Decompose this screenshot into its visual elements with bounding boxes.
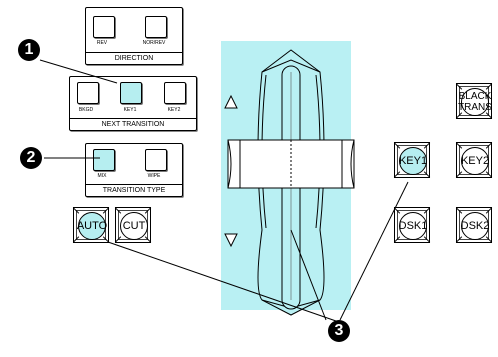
key2-next-button[interactable]	[164, 82, 186, 104]
auto-button-label: AUTO	[77, 212, 107, 240]
key2-button[interactable]: KEY2	[455, 142, 493, 178]
key1-next-button-label: KEY1	[123, 107, 137, 113]
callout-3: 3	[328, 320, 350, 342]
key1-next-button[interactable]	[120, 82, 142, 104]
mix-button[interactable]	[93, 149, 115, 171]
transition-type-group: MIX WIPE TRANSITION TYPE	[85, 143, 183, 197]
leader-lines	[39, 59, 409, 322]
up-arrow-icon	[224, 94, 238, 109]
auto-button[interactable]: AUTO	[72, 207, 110, 243]
transition-type-label: TRANSITION TYPE	[86, 184, 182, 196]
wipe-button[interactable]	[145, 149, 167, 171]
rev-button-label: REV	[96, 40, 108, 46]
nor-rev-button[interactable]	[145, 16, 167, 38]
bkgd-button-label: BKGD	[78, 107, 94, 113]
key2-button-label: KEY2	[461, 147, 489, 175]
callout-1: 1	[18, 39, 40, 61]
key2-next-button-label: KEY2	[167, 107, 181, 113]
nor-rev-button-label: NOR/REV	[142, 40, 166, 46]
dsk2-button[interactable]: DSK2	[455, 207, 493, 243]
tbar-handle	[227, 139, 355, 189]
dsk2-button-label: DSK2	[461, 212, 489, 240]
black-trans-button-label: BLACK TRANS	[458, 88, 492, 116]
cut-button-label: CUT	[120, 212, 148, 240]
black-label-line2: TRANS	[458, 102, 492, 113]
direction-label: DIRECTION	[86, 52, 182, 64]
next-transition-label: NEXT TRANSITION	[70, 118, 196, 130]
black-label-line1: BLACK	[458, 91, 492, 102]
down-arrow-icon	[224, 233, 238, 248]
mix-button-label: MIX	[97, 173, 107, 179]
key1-button[interactable]: KEY1	[393, 142, 431, 178]
direction-group: REV NOR/REV DIRECTION	[85, 7, 183, 65]
next-transition-group: BKGD KEY1 KEY2 NEXT TRANSITION	[69, 76, 197, 131]
dsk1-button[interactable]: DSK1	[393, 207, 431, 243]
rev-button[interactable]	[93, 16, 115, 38]
bkgd-button[interactable]	[77, 82, 99, 104]
dsk1-button-label: DSK1	[399, 212, 427, 240]
key1-button-label: KEY1	[399, 147, 427, 175]
black-trans-button[interactable]: BLACK TRANS	[455, 83, 493, 119]
callout-2: 2	[20, 147, 42, 169]
wipe-button-label: WIPE	[147, 173, 161, 179]
cut-button[interactable]: CUT	[114, 207, 152, 243]
